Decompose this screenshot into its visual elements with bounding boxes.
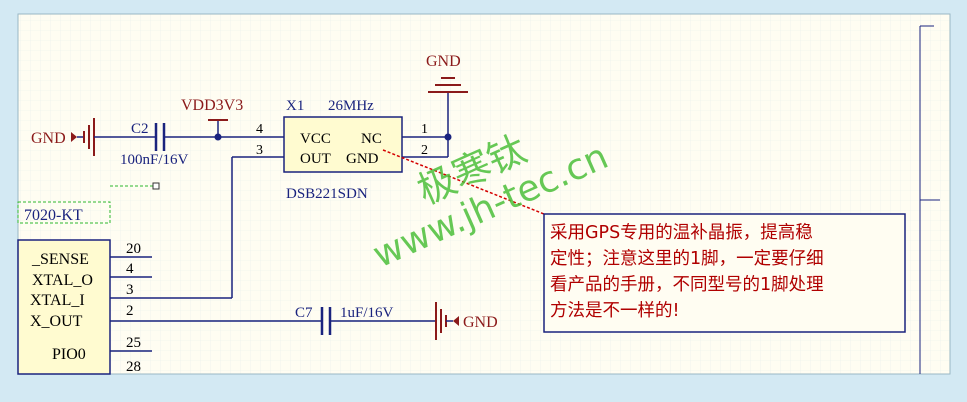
ic-pin-number: 25	[126, 335, 141, 351]
x1-pin1-number: 1	[421, 122, 428, 137]
ic-pin-number: 28	[126, 359, 141, 375]
c2-value: 100nF/16V	[120, 152, 189, 168]
x1-frequency: 26MHz	[328, 98, 374, 114]
c7-value: 1uF/16V	[340, 305, 394, 321]
ic-pin-number: 4	[126, 261, 134, 277]
c2-designator: C2	[131, 121, 149, 137]
ic-pin-name: XTAL_I	[30, 292, 85, 309]
x1-pin-out-label: OUT	[300, 151, 331, 167]
note-leader-line	[382, 149, 545, 215]
ic-pin-row: _SENSE 20	[31, 241, 152, 268]
x1-pin-gnd-label: GND	[346, 151, 379, 167]
ic-pin-row: X_OUT 2	[30, 303, 322, 330]
gnd-top-symbol	[428, 77, 468, 93]
ic-pin-number: 20	[126, 241, 141, 257]
gnd-right-port-arrow	[453, 316, 459, 326]
x1-pin-nc-label: NC	[361, 131, 382, 147]
net-label-gnd-right: GND	[463, 314, 498, 331]
u-designator-fragment: 7020-KT	[24, 207, 83, 224]
sheet-edge	[17, 13, 951, 375]
gnd-left-port-arrow	[71, 132, 77, 142]
ic-pin-name: _SENSE	[31, 251, 89, 268]
ic-pin-row: PIO0 25	[52, 335, 152, 363]
net-label-gnd-left: GND	[31, 130, 66, 147]
net-label-vdd: VDD3V3	[181, 97, 243, 114]
x1-pin4-number: 4	[256, 122, 263, 137]
x1-pin2-number: 2	[421, 143, 428, 158]
ic-pin-number: 3	[126, 282, 134, 298]
x1-pin-vcc-label: VCC	[300, 131, 331, 147]
note-line: 看产品的手册，不同型号的1脚处理	[550, 275, 824, 295]
note-line: 方法是不一样的!	[550, 301, 680, 321]
x1-pin3-number: 3	[256, 143, 263, 158]
ic-pin-row: XTAL_O 4	[32, 261, 152, 289]
ic-pin-name: XTAL_O	[32, 272, 93, 289]
note-line: 定性；注意这里的1脚，一定要仔细	[550, 249, 824, 269]
oscillator-x1-body[interactable]	[283, 116, 403, 173]
note-line: 采用GPS专用的温补晶振，提高稳	[550, 223, 813, 243]
ic-pin-row: 28	[126, 359, 141, 375]
designator-selection-box	[17, 201, 111, 224]
junction-gnd-top	[444, 133, 452, 141]
note-box[interactable]	[543, 213, 906, 333]
ic-pin-name: X_OUT	[30, 313, 83, 330]
c7-designator: C7	[295, 305, 313, 321]
ic-pin-name: PIO0	[52, 346, 86, 363]
designator-handle[interactable]	[152, 182, 160, 190]
x1-designator: X1	[286, 98, 304, 114]
ic-body[interactable]	[17, 239, 111, 375]
ic-pin-row: XTAL_I 3	[30, 282, 134, 309]
ic-pin-number: 2	[126, 303, 134, 319]
x1-part-number: DSB221SDN	[286, 186, 368, 202]
net-label-gnd-top: GND	[426, 53, 461, 70]
